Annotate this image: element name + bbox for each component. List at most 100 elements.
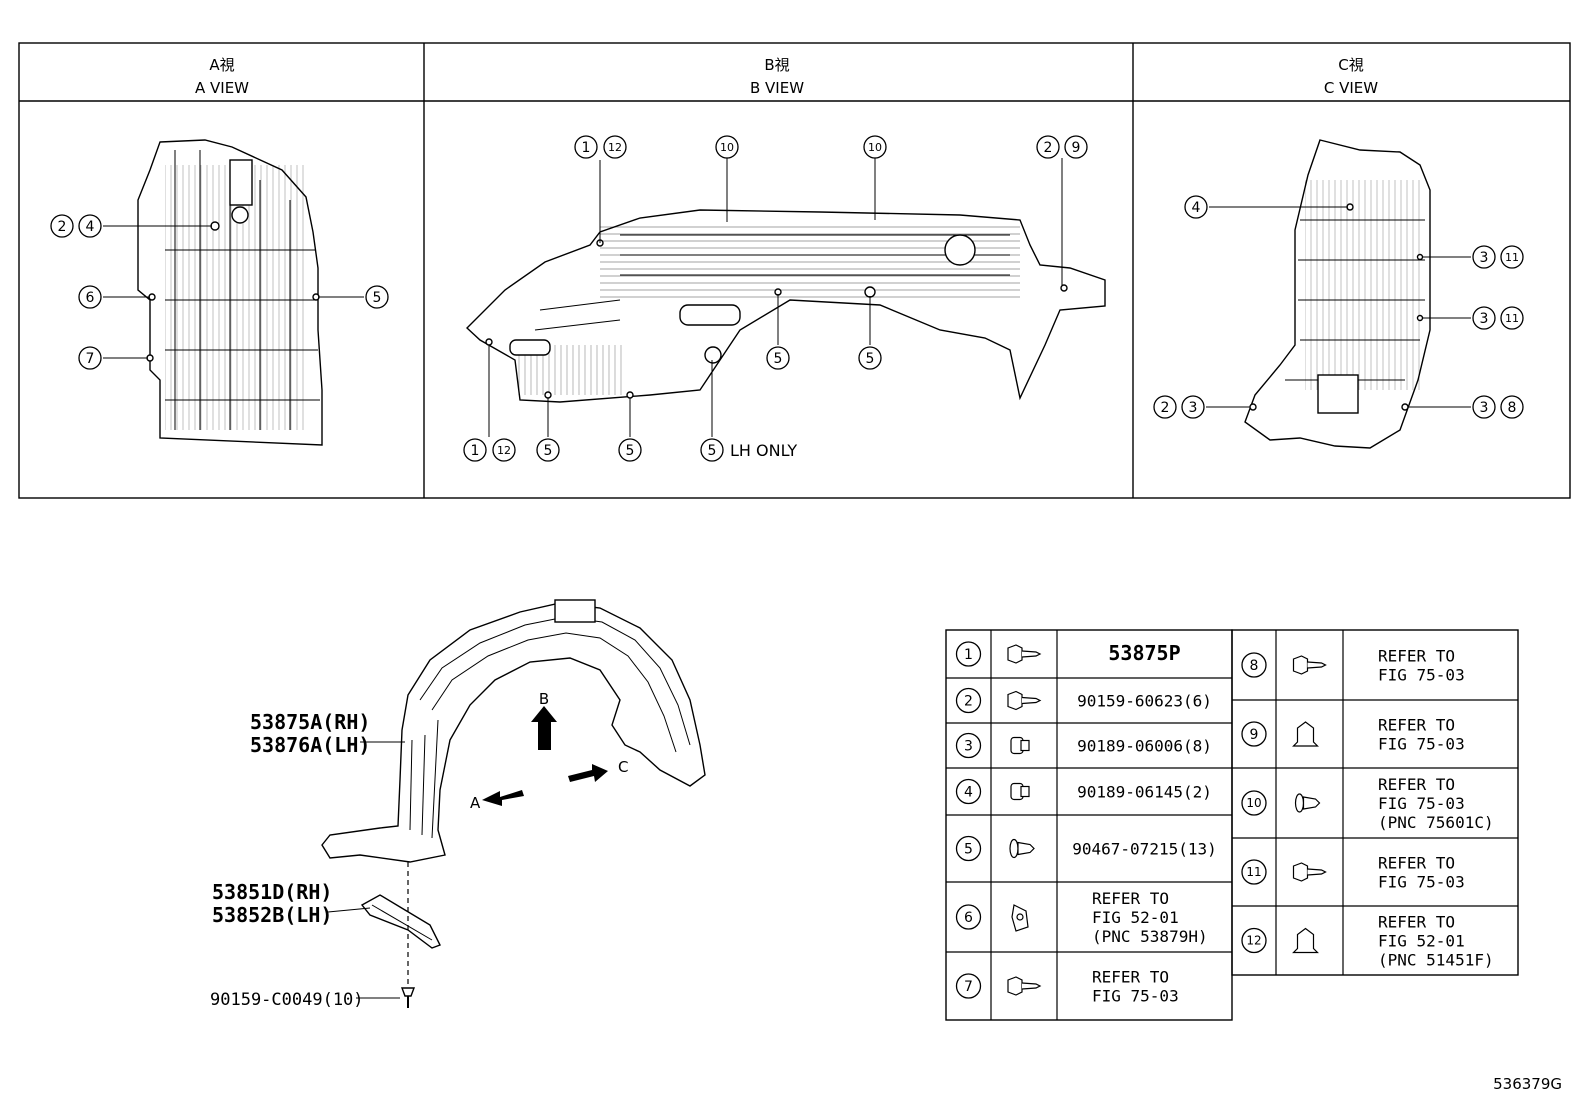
svg-text:4: 4 xyxy=(86,219,95,235)
callout-c-11-b xyxy=(1500,306,1524,330)
svg-text:12: 12 xyxy=(497,444,511,457)
figure-id: 536379G xyxy=(1493,1075,1562,1093)
callout-b-5-mid-right xyxy=(858,346,882,370)
callout-b-10-left xyxy=(715,135,739,159)
part-description: REFER TO xyxy=(1378,716,1455,735)
part-description: (PNC 75601C) xyxy=(1378,813,1494,832)
arrow-a-label: A xyxy=(470,794,481,812)
part-number: 12 xyxy=(1246,934,1261,948)
push-clip-icon xyxy=(1009,838,1035,859)
part-description: (PNC 51451F) xyxy=(1378,951,1494,970)
part-number: 2 xyxy=(964,694,973,710)
part-description: (PNC 53879H) xyxy=(1092,927,1208,946)
part-description: 90159-60623(6) xyxy=(1077,692,1212,711)
callout-b-1-top xyxy=(574,135,598,159)
callout-b-5-lh-only xyxy=(700,438,724,462)
svg-text:1: 1 xyxy=(582,140,591,156)
part-number: 11 xyxy=(1246,865,1261,879)
callout-c-11-a xyxy=(1500,245,1524,269)
svg-text:5: 5 xyxy=(774,351,783,367)
nut-icon xyxy=(1010,782,1030,801)
screw-grommet-icon xyxy=(1007,644,1042,664)
arrow-b-label: B xyxy=(539,690,549,708)
callout-a-2 xyxy=(50,214,74,238)
svg-text:10: 10 xyxy=(868,141,882,154)
view-a-jp: A視 xyxy=(209,56,234,74)
parts-row: 5 90467-07215(13) xyxy=(955,835,1217,862)
callout-b-1-bottom xyxy=(463,438,487,462)
label-53851D: 53851D(RH) xyxy=(212,880,332,904)
seal-drawing xyxy=(360,894,441,949)
svg-text:1: 1 xyxy=(471,443,480,459)
view-a-en: A VIEW xyxy=(195,79,249,97)
svg-text:10: 10 xyxy=(720,141,734,154)
view-c-en: C VIEW xyxy=(1324,79,1378,97)
part-number: 1 xyxy=(964,647,973,663)
callout-b-10-right xyxy=(863,135,887,159)
label-90159-C0049: 90159-C0049(10) xyxy=(210,990,364,1010)
view-arrows: B C A xyxy=(470,690,628,812)
part-number: 5 xyxy=(964,842,973,858)
svg-text:3: 3 xyxy=(1480,400,1489,416)
part-description: REFER TO xyxy=(1378,854,1455,873)
view-b-jp: B視 xyxy=(764,56,789,74)
view-c-jp: C視 xyxy=(1338,56,1363,74)
parts-row: 2 90159-60623(6) xyxy=(955,687,1212,714)
part-description: REFER TO xyxy=(1378,775,1455,794)
bolt-washer-icon xyxy=(1292,655,1327,675)
part-description: FIG 52-01 xyxy=(1092,908,1179,927)
svg-text:5: 5 xyxy=(544,443,553,459)
part-description: 53875P xyxy=(1108,641,1180,665)
view-b-callouts: 1 12 10 10 2 9 5 5 1 12 5 5 5 LH O xyxy=(463,135,1088,462)
svg-text:7: 7 xyxy=(86,351,95,367)
bolt-washer-icon xyxy=(1007,690,1042,711)
part-description: REFER TO xyxy=(1378,647,1455,666)
label-53876A: 53876A(LH) xyxy=(250,733,370,757)
callout-c-3-d xyxy=(1472,395,1496,419)
callout-c-3-b xyxy=(1472,306,1496,330)
clip-icon xyxy=(1292,927,1319,954)
callout-c-2 xyxy=(1153,395,1177,419)
part-number: 4 xyxy=(964,785,973,801)
svg-text:5: 5 xyxy=(373,290,382,306)
svg-text:2: 2 xyxy=(1161,400,1170,416)
callout-c-3-c xyxy=(1181,395,1205,419)
view-c-callouts: 4 3 11 3 11 2 3 3 8 xyxy=(1153,195,1524,419)
part-description: FIG 75-03 xyxy=(1378,873,1465,892)
part-description: FIG 75-03 xyxy=(1378,666,1465,685)
arrow-b-icon xyxy=(531,706,557,750)
svg-text:6: 6 xyxy=(86,290,95,306)
svg-text:3: 3 xyxy=(1480,250,1489,266)
parts-row: 1 53875P xyxy=(955,641,1181,667)
callout-a-6 xyxy=(78,285,102,309)
clip-nut-icon xyxy=(1011,904,1029,932)
svg-text:9: 9 xyxy=(1072,140,1081,156)
callout-b-12-bottom xyxy=(492,438,516,462)
part-description: REFER TO xyxy=(1378,913,1455,932)
screw-icon xyxy=(400,987,416,1008)
part-number: 8 xyxy=(1250,658,1259,674)
svg-text:5: 5 xyxy=(626,443,635,459)
svg-text:11: 11 xyxy=(1505,251,1519,264)
part-description: FIG 75-03 xyxy=(1092,987,1179,1006)
part-description: 90467-07215(13) xyxy=(1072,840,1217,859)
callout-b-2 xyxy=(1036,135,1060,159)
svg-text:12: 12 xyxy=(608,141,622,154)
view-b-drawing xyxy=(465,209,1106,403)
svg-text:5: 5 xyxy=(708,443,717,459)
svg-text:8: 8 xyxy=(1508,400,1517,416)
callout-b-5-mid-left xyxy=(766,346,790,370)
nut-icon xyxy=(1010,736,1030,755)
part-description: FIG 75-03 xyxy=(1378,794,1465,813)
svg-text:3: 3 xyxy=(1480,311,1489,327)
rivet-clip-icon xyxy=(1294,793,1321,813)
label-53852B: 53852B(LH) xyxy=(212,903,332,927)
part-number: 9 xyxy=(1250,727,1259,743)
